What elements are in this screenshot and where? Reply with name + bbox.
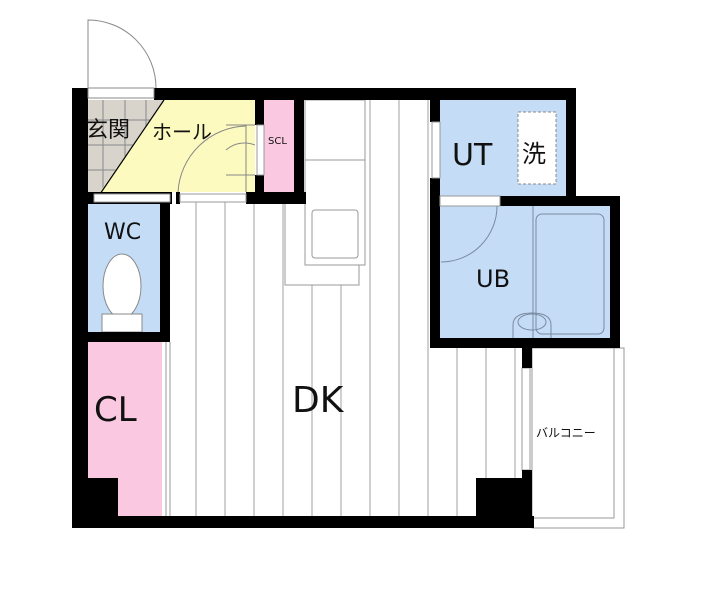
ub-floor (440, 206, 610, 340)
room-label-cl: CL (94, 390, 137, 430)
scl-floor (264, 100, 294, 192)
kitchen-counter (284, 99, 366, 286)
room-label-dk: DK (292, 380, 344, 421)
hall-door-swings (177, 124, 256, 193)
room-label-balcony: バルコニー (536, 426, 596, 440)
room-label-wc: WC (104, 220, 142, 245)
room-label-ub: UB (476, 265, 511, 293)
entrance-door (87, 19, 157, 89)
washer-pan (517, 111, 557, 185)
room-label-entrance: 玄関 (86, 118, 131, 143)
room-label-hall: ホール (152, 120, 212, 144)
room-label-ut: UT (452, 138, 493, 173)
room-label-scl: SCL (268, 136, 287, 147)
toilet (101, 253, 143, 333)
washer-label: 洗 (522, 140, 546, 168)
walls (72, 88, 620, 528)
bath-fixtures (440, 205, 605, 340)
hall-floor (100, 100, 255, 192)
